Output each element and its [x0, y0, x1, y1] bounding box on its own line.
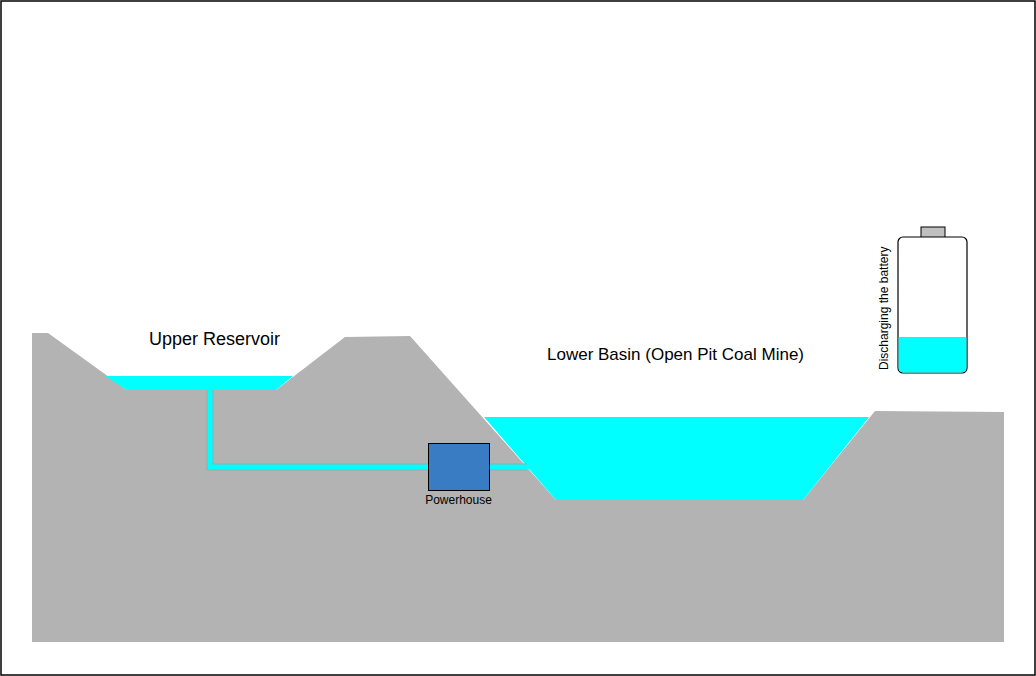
lower-basin-water: [484, 417, 869, 500]
upper-reservoir-water: [105, 376, 293, 390]
region-label: Upper Reservoir: [149, 329, 280, 350]
tailrace: [488, 465, 529, 470]
node-label: Powerhouse: [425, 494, 492, 508]
ground: [32, 333, 1004, 642]
battery-body: [898, 237, 967, 373]
status-label: Discharging the battery: [878, 247, 892, 370]
pipe-outline: [210, 390, 430, 467]
powerhouse-box: Powerhouse: [428, 443, 490, 491]
penstock: [210, 390, 430, 467]
battery-terminal: [921, 227, 945, 238]
battery-charge-level: [899, 337, 967, 372]
region-label: Lower Basin (Open Pit Coal Mine): [547, 345, 804, 365]
battery-icon: Discharging the battery: [876, 222, 970, 376]
